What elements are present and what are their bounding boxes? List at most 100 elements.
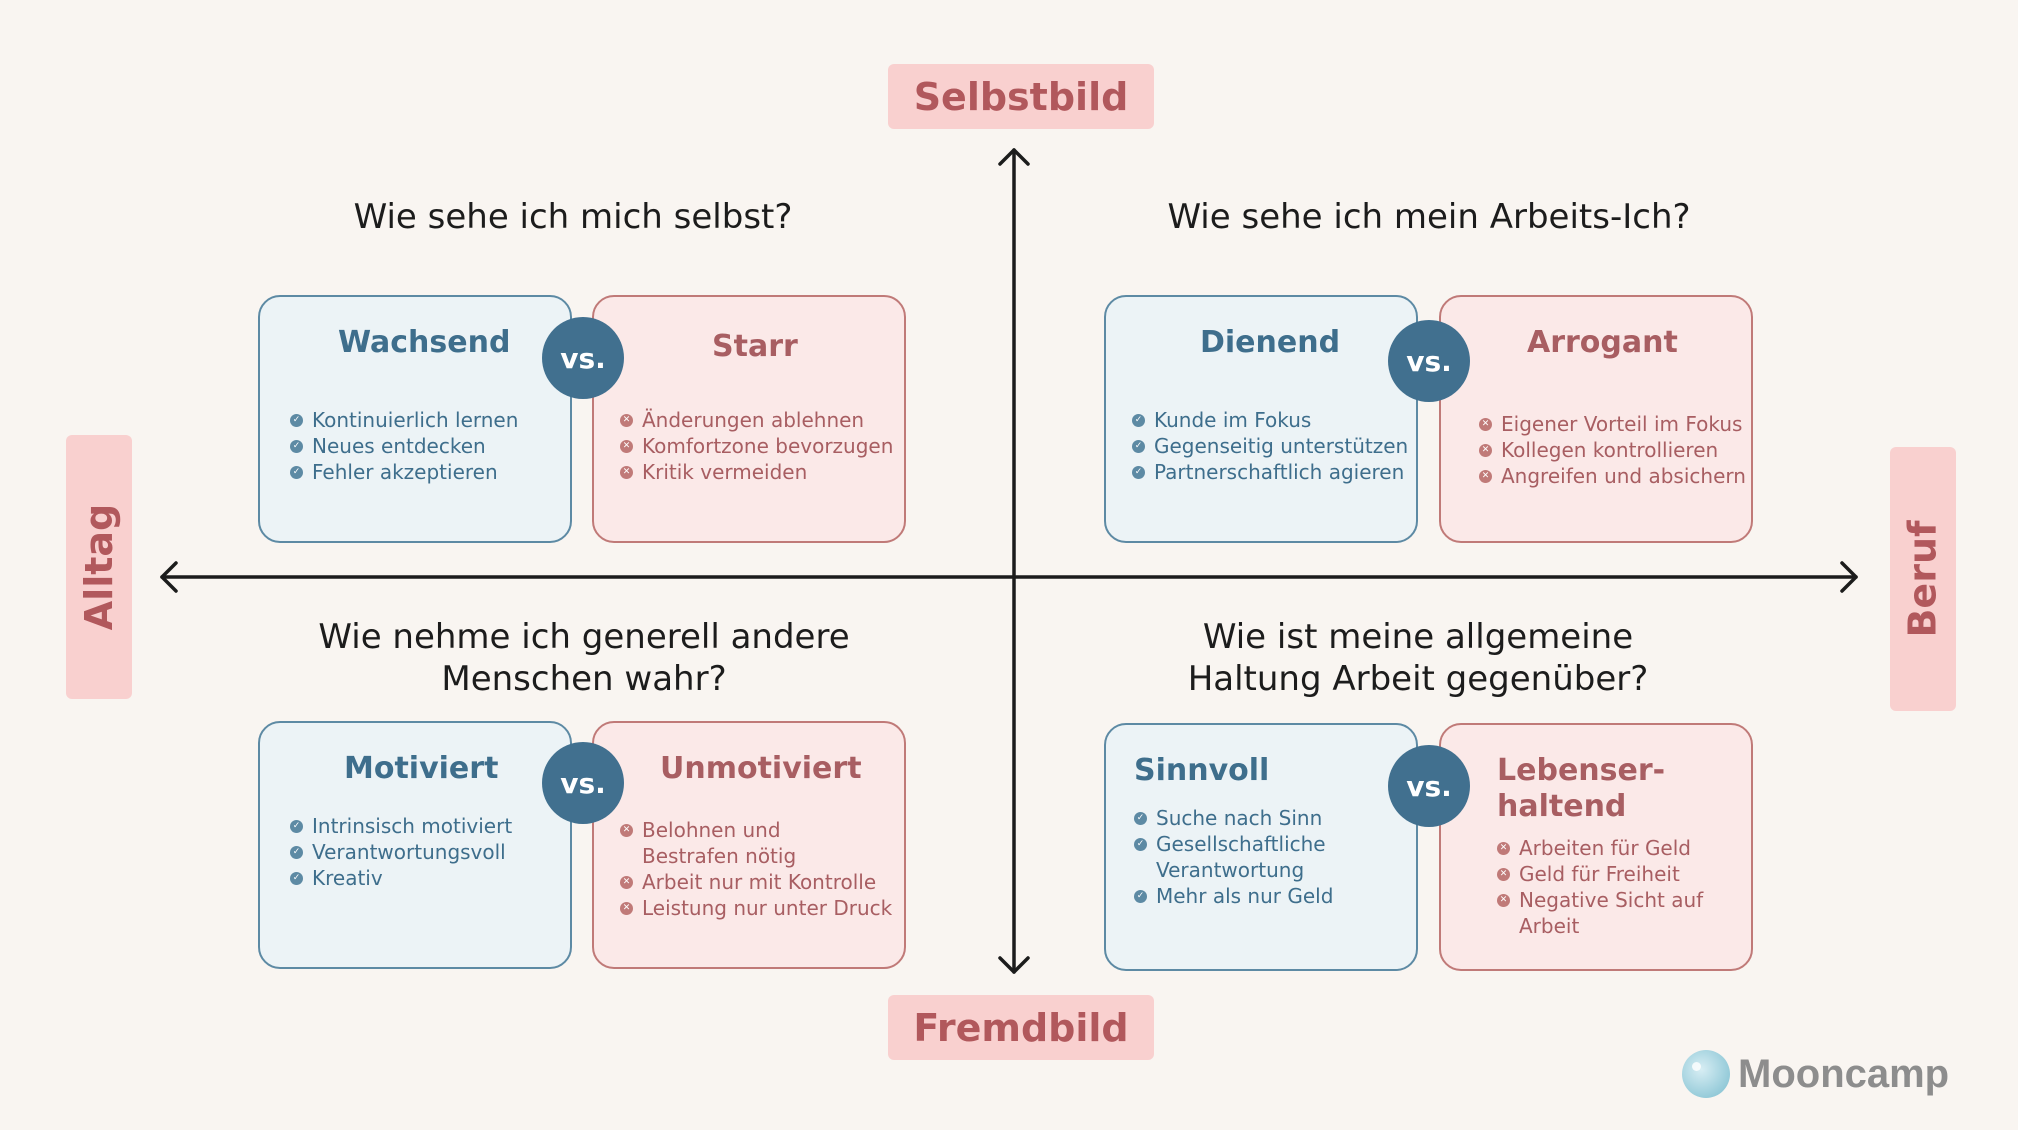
card-list: ✓Suche nach Sinn ✓Gesellschaftliche Vera…	[1134, 805, 1333, 909]
card-list: ✓Intrinsisch motiviert ✓Verantwortungsvo…	[290, 813, 512, 891]
list-item: ✓Gegenseitig unterstützen	[1132, 433, 1408, 459]
axis-label-beruf: Beruf	[1890, 447, 1956, 711]
check-icon: ✓	[290, 466, 303, 479]
check-icon: ✓	[290, 414, 303, 427]
list-item: ✕Kollegen kontrollieren	[1479, 437, 1746, 463]
list-item: ✓Partnerschaftlich agieren	[1132, 459, 1408, 485]
card-arrogant: Arrogant ✕Eigener Vorteil im Fokus ✕Koll…	[1439, 295, 1753, 543]
x-icon: ✕	[620, 440, 633, 453]
card-list: ✕Änderungen ablehnen ✕Komfortzone bevorz…	[620, 407, 893, 485]
card-list: ✓Kunde im Fokus ✓Gegenseitig unterstütze…	[1132, 407, 1408, 485]
list-item: ✓Verantwortungsvoll	[290, 839, 512, 865]
check-icon: ✓	[290, 846, 303, 859]
card-unmotiviert: Unmotiviert ✕Belohnen und Bestrafen nöti…	[592, 721, 906, 969]
card-list: ✕Arbeiten für Geld ✕Geld für Freiheit ✕N…	[1497, 835, 1703, 939]
card-starr: Starr ✕Änderungen ablehnen ✕Komfortzone …	[592, 295, 906, 543]
vs-badge: vs.	[542, 742, 624, 824]
arrow-left-icon	[160, 561, 178, 593]
moon-icon	[1682, 1050, 1730, 1098]
card-list: ✕Eigener Vorteil im Fokus ✕Kollegen kont…	[1479, 411, 1746, 489]
card-sinnvoll: Sinnvoll ✓Suche nach Sinn ✓Gesellschaftl…	[1104, 723, 1418, 971]
list-item: ✕Negative Sicht auf	[1497, 887, 1703, 913]
x-icon: ✕	[1479, 470, 1492, 483]
list-item: ✕Angreifen und absichern	[1479, 463, 1746, 489]
list-item: ✕Eigener Vorteil im Fokus	[1479, 411, 1746, 437]
x-icon: ✕	[620, 876, 633, 889]
list-item: ✕Komfortzone bevorzugen	[620, 433, 893, 459]
axis-label-alltag: Alltag	[66, 435, 132, 699]
check-icon: ✓	[1134, 838, 1147, 851]
x-icon: ✕	[1479, 444, 1492, 457]
card-title: Sinnvoll	[1134, 753, 1270, 788]
list-item: ✓Kontinuierlich lernen	[290, 407, 518, 433]
card-list: ✕Belohnen und Bestrafen nötig ✕Arbeit nu…	[620, 817, 892, 921]
list-item: ✓Kunde im Fokus	[1132, 407, 1408, 433]
card-title: Dienend	[1200, 325, 1341, 360]
list-item: ✕Änderungen ablehnen	[620, 407, 893, 433]
logo-text: Mooncamp	[1738, 1051, 1950, 1096]
vs-badge: vs.	[542, 317, 624, 399]
list-item: ✕Belohnen und	[620, 817, 892, 843]
question-bottom-right: Wie ist meine allgemeine Haltung Arbeit …	[1104, 616, 1732, 700]
x-icon: ✕	[620, 414, 633, 427]
list-item: ✓Neues entdecken	[290, 433, 518, 459]
x-icon: ✕	[1479, 418, 1492, 431]
list-item: ✕Kritik vermeiden	[620, 459, 893, 485]
list-item: Bestrafen nötig	[642, 844, 797, 868]
arrow-up-icon	[998, 148, 1030, 166]
check-icon: ✓	[290, 820, 303, 833]
card-title-line: Lebenser-	[1497, 753, 1666, 788]
card-wachsend: Wachsend ✓Kontinuierlich lernen ✓Neues e…	[258, 295, 572, 543]
list-item: ✓Intrinsisch motiviert	[290, 813, 512, 839]
list-item: ✓Mehr als nur Geld	[1134, 883, 1333, 909]
vs-badge: vs.	[1388, 745, 1470, 827]
question-bottom-left: Wie nehme ich generell andere Menschen w…	[258, 616, 910, 700]
list-item: ✕Leistung nur unter Druck	[620, 895, 892, 921]
card-title: Lebenser- haltend	[1497, 753, 1665, 825]
question-line: Wie nehme ich generell andere	[318, 617, 850, 657]
check-icon: ✓	[290, 440, 303, 453]
card-title: Wachsend	[338, 325, 511, 360]
card-motiviert: Motiviert ✓Intrinsisch motiviert ✓Verant…	[258, 721, 572, 969]
arrow-right-icon	[1840, 561, 1858, 593]
x-icon: ✕	[1497, 894, 1510, 907]
axis-label-fremdbild: Fremdbild	[888, 995, 1154, 1060]
x-icon: ✕	[1497, 868, 1510, 881]
question-line: Haltung Arbeit gegenüber?	[1187, 659, 1649, 699]
x-icon: ✕	[620, 824, 633, 837]
question-line: Wie ist meine allgemeine	[1202, 617, 1634, 657]
check-icon: ✓	[1134, 812, 1147, 825]
check-icon: ✓	[1134, 890, 1147, 903]
mooncamp-logo: Mooncamp	[1682, 1050, 1949, 1098]
question-line: Menschen wahr?	[441, 659, 727, 699]
question-top-left: Wie sehe ich mich selbst?	[353, 197, 793, 237]
card-title: Starr	[712, 329, 798, 364]
card-dienend: Dienend ✓Kunde im Fokus ✓Gegenseitig unt…	[1104, 295, 1418, 543]
arrow-down-icon	[998, 956, 1030, 974]
list-item: Arbeit	[1519, 914, 1580, 938]
x-icon: ✕	[1497, 842, 1510, 855]
list-item: ✓Suche nach Sinn	[1134, 805, 1333, 831]
check-icon: ✓	[1132, 414, 1145, 427]
card-title: Motiviert	[344, 751, 499, 786]
vs-badge: vs.	[1388, 320, 1470, 402]
check-icon: ✓	[1132, 440, 1145, 453]
x-icon: ✕	[620, 466, 633, 479]
card-title: Arrogant	[1527, 325, 1678, 360]
axis-label-selbstbild: Selbstbild	[888, 64, 1154, 129]
card-lebenserhaltend: Lebenser- haltend ✕Arbeiten für Geld ✕Ge…	[1439, 723, 1753, 971]
check-icon: ✓	[1132, 466, 1145, 479]
list-item: Verantwortung	[1156, 858, 1305, 882]
list-item: ✓Gesellschaftliche	[1134, 831, 1333, 857]
list-item: ✕Geld für Freiheit	[1497, 861, 1703, 887]
list-item: ✓Kreativ	[290, 865, 512, 891]
card-title: Unmotiviert	[660, 751, 862, 786]
list-item: ✕Arbeiten für Geld	[1497, 835, 1703, 861]
list-item: ✕Arbeit nur mit Kontrolle	[620, 869, 892, 895]
card-list: ✓Kontinuierlich lernen ✓Neues entdecken …	[290, 407, 518, 485]
question-top-right: Wie sehe ich mein Arbeits-Ich?	[1167, 197, 1691, 237]
check-icon: ✓	[290, 872, 303, 885]
list-item: ✓Fehler akzeptieren	[290, 459, 518, 485]
card-title-line: haltend	[1497, 789, 1627, 824]
